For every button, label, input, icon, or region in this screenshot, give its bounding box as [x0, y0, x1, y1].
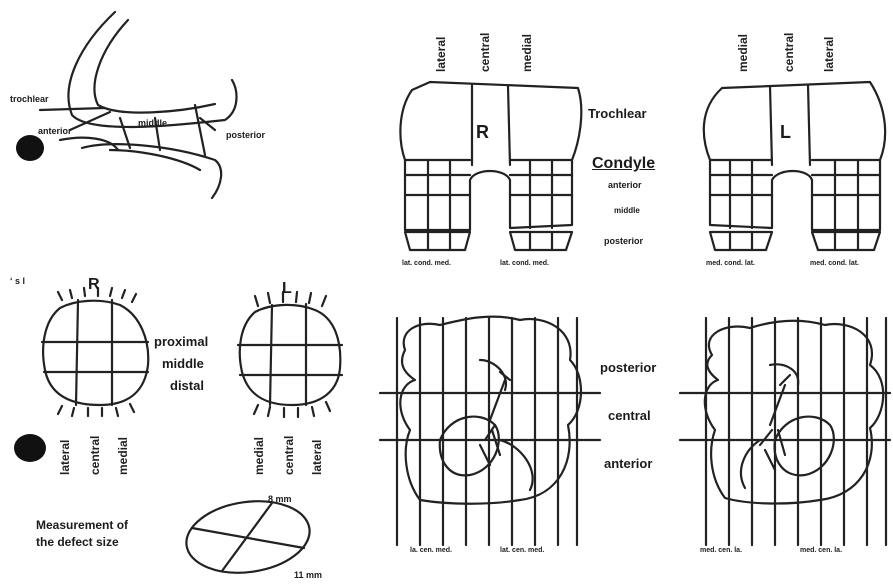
femur-right-header-lateral: lateral	[434, 37, 448, 72]
anterior-marker-blob	[16, 135, 44, 161]
tibia-right-outline	[380, 317, 600, 545]
femur-left-caption-1: med. cond. lat.	[706, 260, 755, 267]
femur-left-header-lateral: lateral	[822, 37, 836, 72]
patella-left-label-central: central	[282, 436, 296, 475]
label-middle-side: middle	[138, 118, 167, 128]
patella-left-outline	[238, 292, 342, 417]
femur-right-header-central: central	[478, 33, 492, 72]
defect-measurement-ellipse	[182, 494, 315, 581]
patella-middle-label: middle	[162, 356, 204, 371]
patella-right-label-lateral: lateral	[58, 440, 72, 475]
measurement-dim-b: 11 mm	[294, 570, 322, 580]
tibia-posterior-label: posterior	[600, 360, 656, 375]
femur-posterior-label: posterior	[604, 236, 643, 246]
tibia-right-caption-2: lat. cen. med.	[500, 547, 544, 554]
femur-anterior-label: anterior	[608, 180, 642, 190]
tibia-left-outline	[680, 318, 890, 545]
label-trochlear-side: trochlear	[10, 94, 49, 104]
patella-left-label-lateral: lateral	[310, 440, 324, 475]
side-view-sketch	[40, 12, 236, 198]
patella-distal-label: distal	[170, 378, 204, 393]
tibia-anterior-label: anterior	[604, 456, 652, 471]
patella-proximal-label: proximal	[154, 334, 208, 349]
patella-left-label-medial: medial	[252, 437, 266, 475]
patella-right-label-medial: medial	[116, 437, 130, 475]
patella-marker-blob	[14, 434, 46, 462]
femur-right-caption-2: lat. cond. med.	[500, 260, 549, 267]
measurement-title-line1: Measurement of	[36, 518, 128, 532]
label-anterior-side: anterior	[38, 126, 72, 136]
tibia-central-label: central	[608, 408, 651, 423]
femur-right-caption-1: lat. cond. med.	[402, 260, 451, 267]
femur-right-header-medial: medial	[520, 34, 534, 72]
femur-left-caption-2: med. cond. lat.	[810, 260, 859, 267]
femur-left-header-medial: medial	[736, 34, 750, 72]
femur-left-header-central: central	[782, 33, 796, 72]
patella-left-letter: L	[282, 280, 292, 298]
patella-corner-mark: ‘ s l	[10, 276, 25, 286]
measurement-title-line2: the defect size	[36, 535, 119, 549]
patella-right-letter: R	[88, 276, 100, 294]
measurement-dim-a: 8 mm	[268, 494, 292, 504]
tibia-left-caption-2: med. cen. la.	[800, 547, 842, 554]
femur-trochlear-title: Trochlear	[588, 106, 647, 121]
tibia-right-caption-1: la. cen. med.	[410, 547, 452, 554]
label-posterior-side: posterior	[226, 130, 265, 140]
femur-left-letter: L	[780, 122, 791, 143]
patella-right-label-central: central	[88, 436, 102, 475]
femur-right-outline	[400, 82, 581, 250]
femur-left-outline	[704, 82, 885, 250]
femur-right-letter: R	[476, 122, 489, 143]
femur-condyle-title: Condyle	[592, 155, 655, 173]
patella-right-outline	[42, 288, 148, 416]
tibia-left-caption-1: med. cen. la.	[700, 547, 742, 554]
femur-middle-label: middle	[614, 206, 640, 215]
